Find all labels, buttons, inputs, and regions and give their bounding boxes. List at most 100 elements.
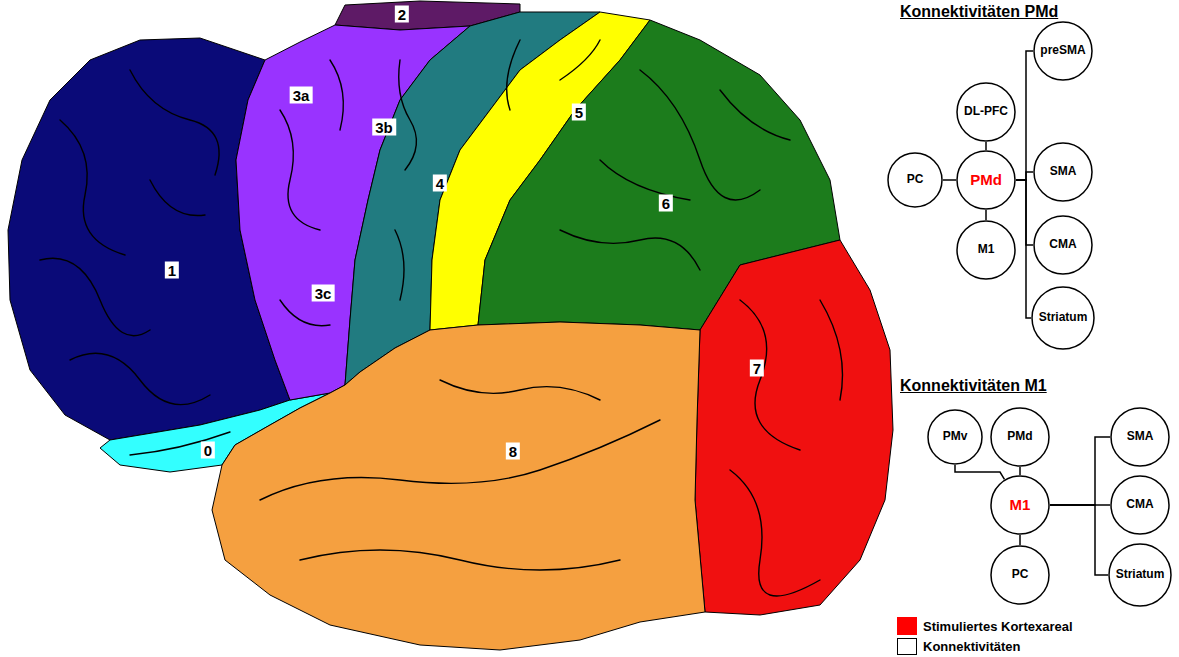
node-label: CMA [1126, 498, 1153, 511]
node-text-group: CMA [1126, 498, 1153, 511]
sulcus-line [395, 230, 404, 300]
connector-line [943, 179, 956, 181]
legend-item: Stimuliertes Kortexareal [897, 617, 1073, 635]
circle-shape [1111, 408, 1169, 466]
node-text-group: PMd [970, 172, 1002, 189]
connectivity-circle: Striatum [1031, 286, 1095, 350]
connector-line [1050, 437, 1110, 505]
legend-label: Konnektivitäten [923, 639, 1021, 654]
sulcus-line [40, 258, 150, 335]
connectivity-circle: PC [887, 152, 943, 208]
brain-region [695, 240, 893, 615]
node-label: PMv [943, 430, 968, 443]
node-text-group: Striatum [1039, 311, 1088, 324]
callout-number: 0 [201, 442, 215, 459]
node-label: Striatum [1116, 568, 1165, 581]
node-text-group: SMA [1127, 430, 1154, 443]
sulcus-line [720, 90, 790, 140]
sulcus-lines [40, 40, 843, 596]
callout-number: 7 [750, 360, 764, 377]
connectivity-circle: CMA [1033, 215, 1093, 275]
node-label: PC [907, 173, 924, 186]
legend-item: Konnektivitäten [897, 638, 1021, 655]
node-label: preSMA [1040, 44, 1085, 57]
node-label: PMd [970, 172, 1002, 189]
connectivity-circle: Striatum [1108, 543, 1172, 607]
connectivity-circle: PC [990, 545, 1050, 605]
legend-swatch [897, 617, 917, 635]
node-label: Striatum [1039, 311, 1088, 324]
sulcus-line [280, 110, 320, 230]
node-text-group: PC [1012, 568, 1029, 581]
sulcus-line [260, 420, 660, 500]
callout-number: 1 [165, 262, 179, 279]
connectivity-circle: SMA [1110, 407, 1170, 467]
node-text-group: PMd [1007, 430, 1032, 443]
connector-line [1019, 467, 1021, 475]
connectivity-circle: M1 [990, 475, 1050, 535]
node-label: DL-PFC [964, 105, 1008, 118]
connector-line [1016, 180, 1033, 245]
node-text-group: SMA [1050, 165, 1077, 178]
connector-line [1019, 535, 1021, 545]
connector-line [1050, 505, 1108, 575]
section-heading: Konnektivitäten M1 [900, 377, 1047, 395]
sulcus-line [150, 180, 205, 216]
sulcus-line [820, 300, 843, 400]
connectivity-circle: SMA [1033, 142, 1093, 202]
circle-shape [1109, 544, 1171, 606]
node-label: SMA [1127, 430, 1154, 443]
circle-shape [1111, 476, 1169, 534]
connectivity-circle: PMv [927, 409, 983, 465]
node-label: SMA [1050, 165, 1077, 178]
sulcus-line [60, 120, 125, 255]
circle-shape [928, 410, 982, 464]
connectivity-circle: DL-PFC [956, 82, 1016, 142]
circle-shape [957, 221, 1015, 279]
brain-region [212, 322, 705, 650]
node-text-group: M1 [978, 243, 995, 256]
section-heading: Konnektivitäten PMd [900, 3, 1058, 21]
node-label: PC [1012, 568, 1029, 581]
node-text-group: CMA [1049, 238, 1076, 251]
node-label: CMA [1049, 238, 1076, 251]
circle-shape [1034, 216, 1092, 274]
node-text-group: preSMA [1040, 44, 1085, 57]
callout-number: 3c [312, 285, 335, 302]
legend-label: Stimuliertes Kortexareal [923, 619, 1073, 634]
sulcus-line [300, 550, 620, 570]
circle-shape [991, 408, 1049, 466]
circle-shape [957, 151, 1015, 209]
callout-number: 4 [433, 175, 447, 192]
circle-shape [957, 83, 1015, 141]
node-label: M1 [1010, 497, 1031, 514]
callout-number: 3a [290, 87, 313, 104]
node-label: PMd [1007, 430, 1032, 443]
connectivity-circle: preSMA [1033, 21, 1093, 81]
sulcus-line [740, 300, 800, 450]
sulcus-line [440, 380, 600, 400]
node-text-group: M1 [1010, 497, 1031, 514]
connector-line [985, 210, 987, 220]
sulcus-line [70, 353, 210, 404]
callout-number: 3b [372, 119, 396, 136]
sulcus-line [507, 40, 520, 110]
connector-line [1016, 180, 1031, 318]
connector-line [955, 465, 1004, 479]
sulcus-line [330, 60, 343, 130]
circle-shape [991, 476, 1049, 534]
sulcus-line [640, 70, 760, 200]
legend-swatch [897, 638, 917, 655]
connectivity-circle: PMd [956, 150, 1016, 210]
callout-number: 2 [395, 6, 409, 23]
callout-number: 5 [572, 104, 586, 121]
node-text-group: PC [907, 173, 924, 186]
connector-line [1016, 172, 1033, 180]
sulcus-line [600, 160, 690, 200]
callout-number: 6 [659, 195, 673, 212]
node-text-group: Striatum [1116, 568, 1165, 581]
node-text-group: DL-PFC [964, 105, 1008, 118]
sulcus-line [560, 230, 700, 270]
sulcus-line [399, 60, 417, 170]
sulcus-line [730, 470, 820, 596]
